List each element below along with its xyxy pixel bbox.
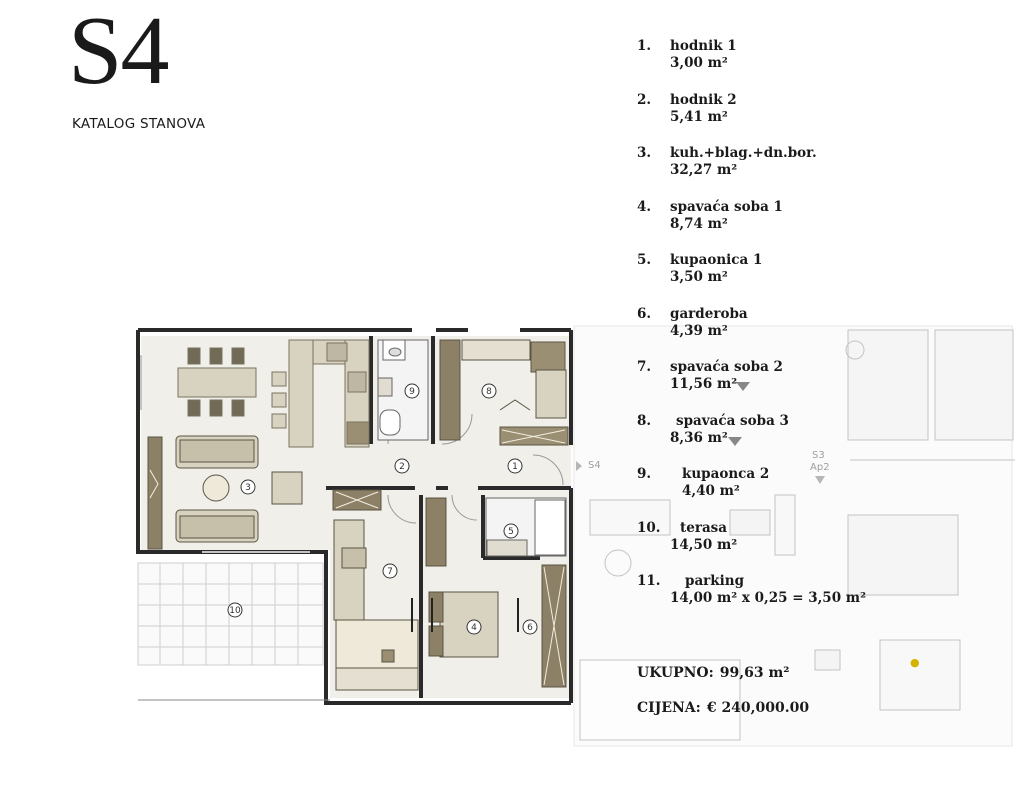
legend-item: 10. terasa 14,50 m² [637,519,738,553]
svg-text:●: ● [910,656,920,669]
legend-item: 9. kupaonca 2 4,40 m² [637,466,770,499]
ap2-marker: Ap2 [810,462,830,473]
room-number-markers: 1 2 3 4 5 6 7 8 9 10 [227,383,538,635]
bathroom-5 [485,497,567,557]
room-legend: 1. hodnik 1 3,00 m² 2. hodnik 2 5,41 m² … [637,38,1007,627]
legend-item: 1. hodnik 1 3,00 m² [637,38,737,71]
bedroom-4 [425,497,519,658]
kitchen [271,339,370,448]
s4-marker: S4 [588,460,601,471]
room-label-9: 9 [409,387,415,397]
legend-item: 4. spavaća soba 1 8,74 m² [637,198,783,232]
floor-plan: S4 S3 Ap2 ● [136,325,1015,747]
bedroom-7 [332,489,419,691]
bathroom-9 [377,339,429,441]
legend-item: 5. kupaonica 1 3,50 m² [637,252,763,285]
dining-table [177,347,257,417]
living-room-furniture [147,435,303,550]
room-label-2: 2 [399,462,405,472]
legend-item: 6. garderoba 4,39 m² [637,305,748,339]
bedroom-8 [439,339,569,446]
room-label-1: 1 [512,462,518,472]
room-label-7: 7 [387,567,393,577]
price: CIJENA:€ 240,000.00 [637,700,810,716]
walls [136,328,573,705]
room-label-5: 5 [508,527,514,537]
legend-item: 8. spavaća soba 3 8,36 m² [637,412,789,446]
s3-marker: S3 [812,450,825,461]
page-title: S4 [68,0,170,105]
wardrobe-6 [541,564,567,688]
room-label-4: 4 [471,623,477,633]
legend-item: 2. hodnik 2 5,41 m² [637,91,737,125]
room-label-3: 3 [245,483,251,493]
legend-item: 3. kuh.+blag.+dn.bor. 32,27 m² [637,145,817,178]
room-label-6: 6 [527,623,533,633]
room-label-8: 8 [486,387,492,397]
s4-arrow [576,461,582,471]
s3-arrow [815,476,825,484]
room-label-10: 10 [229,606,241,616]
neighbor-apartment [573,325,1015,747]
legend-arrow-8 [728,437,742,446]
legend-arrow-7 [736,382,750,391]
legend-item: 11. parking 14,00 m² x 0,25 = 3,50 m² [637,573,866,606]
total-area: UKUPNO:99,63 m² [637,665,790,681]
page-subtitle: KATALOG STANOVA [72,116,206,132]
legend-item: 7. spavaća soba 2 11,56 m² [637,359,783,392]
